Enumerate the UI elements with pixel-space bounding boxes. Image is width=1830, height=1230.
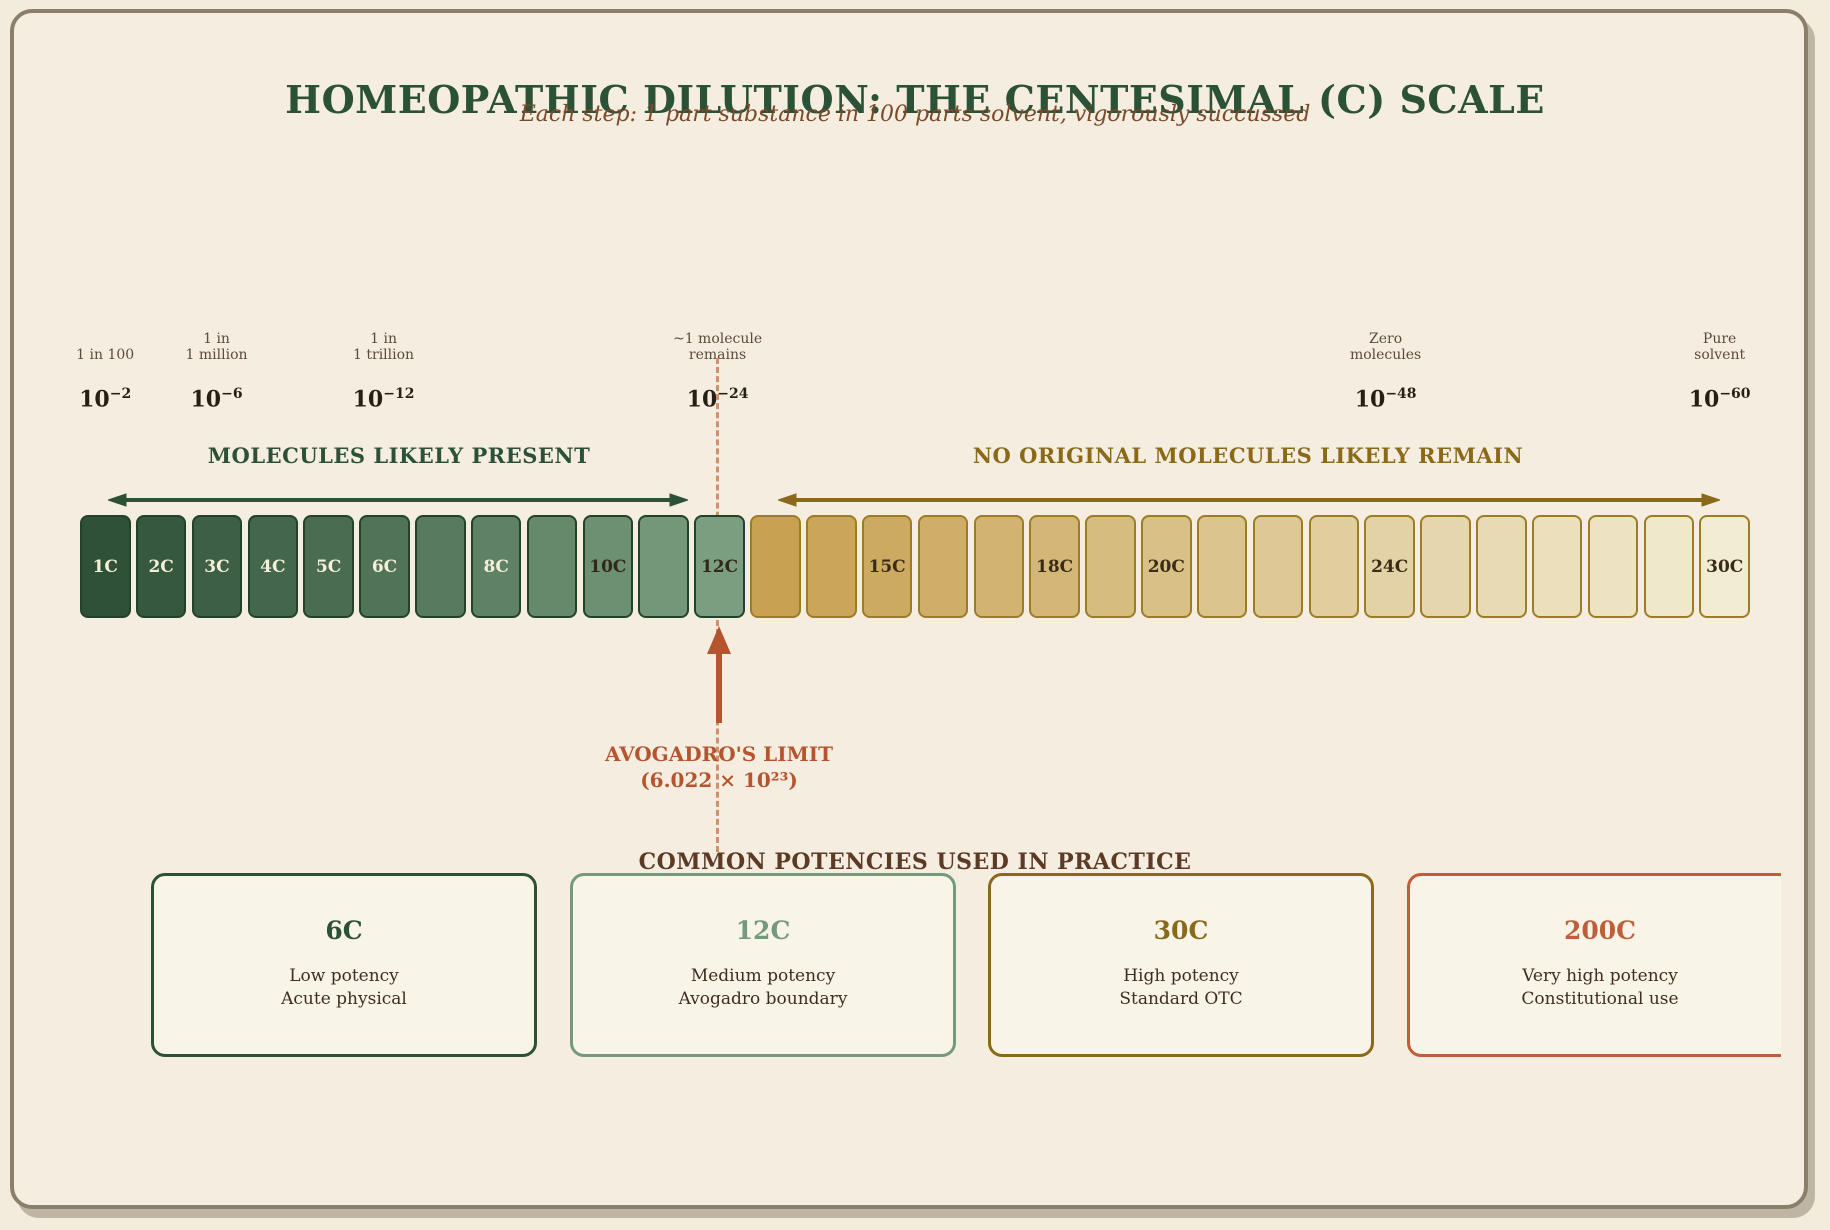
dilution-box-25c	[1420, 515, 1471, 618]
dilution-box-13c	[750, 515, 801, 618]
potency-card-title: 6C	[325, 916, 363, 945]
avogadro-limit-line1: AVOGADRO'S LIMIT	[605, 742, 833, 766]
dilution-box-28c	[1587, 515, 1639, 618]
potency-card-title: 12C	[735, 916, 791, 945]
dilution-box-7c	[415, 515, 466, 618]
dilution-box-21c	[1196, 515, 1248, 618]
dilution-box-15c: 15C	[861, 515, 913, 618]
dilution-box-27c	[1531, 515, 1583, 618]
dilution-box-2c: 2C	[135, 515, 187, 618]
dilution-box-23c	[1308, 515, 1360, 618]
milestone-exponent: 10−2	[79, 386, 132, 413]
dilution-box-14c	[805, 515, 857, 618]
dilution-box-12c: 12C	[694, 515, 745, 618]
dilution-box-24c: 24C	[1364, 515, 1415, 618]
dilution-box-3c: 3C	[191, 515, 243, 618]
common-potencies-heading: COMMON POTENCIES USED IN PRACTICE	[638, 849, 1192, 875]
page-title: HOMEOPATHIC DILUTION: THE CENTESIMAL (C)…	[285, 77, 1545, 123]
milestone-exponent: 10−12	[352, 386, 415, 413]
potency-card-title: 200C	[1563, 916, 1637, 945]
avogadro-limit-line2: (6.022 × 10²³)	[640, 768, 798, 792]
dilution-box-8c: 8C	[470, 515, 522, 618]
page-subtitle: Each step: 1 part substance in 100 parts…	[519, 102, 1311, 127]
avogadro-limit-label: AVOGADRO'S LIMIT (6.022 × 10²³)	[0, 741, 1438, 793]
dilution-box-22c	[1252, 515, 1304, 618]
avogadro-limit-arrow	[707, 626, 731, 723]
dilution-box-4c: 4C	[247, 515, 299, 618]
dilution-box-1c: 1C	[80, 515, 131, 618]
milestone-exponent: 10−48	[1354, 386, 1417, 413]
dilution-box-20c: 20C	[1141, 515, 1192, 618]
milestone-exponent: 10−24	[686, 386, 749, 413]
dilution-box-26c	[1476, 515, 1527, 618]
dilution-box-6c: 6C	[359, 515, 410, 618]
dilution-box-11c	[638, 515, 689, 618]
dilution-box-30c: 30C	[1699, 515, 1751, 618]
milestone-exponent: 10−6	[190, 386, 243, 413]
dilution-box-10c: 10C	[582, 515, 634, 618]
milestone-minus2: 1 in 100 10−2	[25, 318, 185, 412]
molecules-present-range-arrow	[108, 493, 688, 507]
dilution-box-5c: 5C	[303, 515, 354, 618]
no-molecules-range-arrow	[778, 493, 1720, 507]
no-molecules-remain-label: NO ORIGINAL MOLECULES LIKELY REMAIN	[972, 443, 1524, 468]
molecules-present-label: MOLECULES LIKELY PRESENT	[207, 443, 591, 468]
milestone-description: 1 in 100	[76, 347, 135, 364]
dilution-box-19c	[1085, 515, 1136, 618]
potency-card-title: 30C	[1153, 916, 1209, 945]
dilution-box-17c	[973, 515, 1025, 618]
dilution-box-29c	[1643, 515, 1695, 618]
milestone-exponent: 10−60	[1688, 386, 1751, 413]
dilution-box-9c	[526, 515, 578, 618]
dilution-box-16c	[917, 515, 969, 618]
dilution-box-18c: 18C	[1029, 515, 1080, 618]
